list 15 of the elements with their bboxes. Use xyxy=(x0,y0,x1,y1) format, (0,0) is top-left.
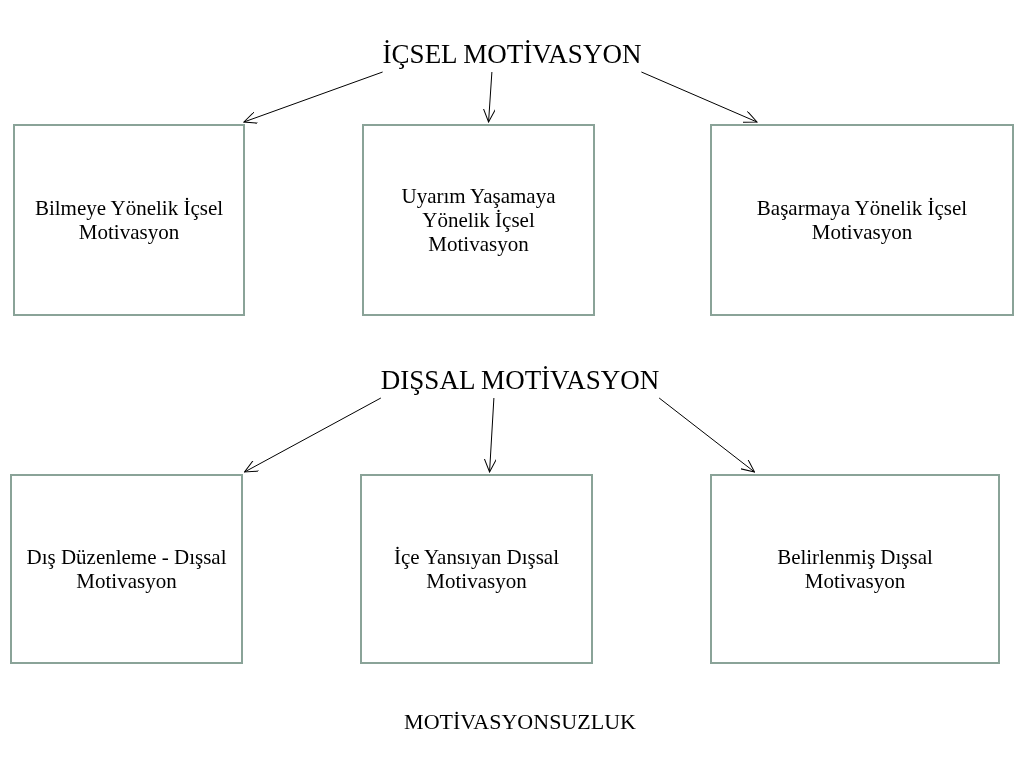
category-box: Başarmaya Yönelik İçsel Motivasyon xyxy=(710,124,1014,316)
arrow xyxy=(243,71,384,124)
category-box: Belirlenmiş Dışsal Motivasyon xyxy=(710,474,1000,664)
category-box: İçe Yansıyan Dışsal Motivasyon xyxy=(360,474,593,664)
arrow xyxy=(658,397,755,473)
category-box: Bilmeye Yönelik İçsel Motivasyon xyxy=(13,124,245,316)
arrow xyxy=(244,397,382,473)
arrow xyxy=(482,71,496,123)
heading-text: DIŞSAL MOTİVASYON xyxy=(376,364,664,396)
arrow xyxy=(640,71,758,123)
category-box: Dış Düzenleme - Dışsal Motivasyon xyxy=(10,474,243,664)
arrow xyxy=(483,397,497,473)
category-box: Uyarım Yaşamaya Yönelik İçsel Motivasyon xyxy=(362,124,595,316)
heading-text: İÇSEL MOTİVASYON xyxy=(378,38,646,70)
label-text: MOTİVASYONSUZLUK xyxy=(404,708,636,736)
